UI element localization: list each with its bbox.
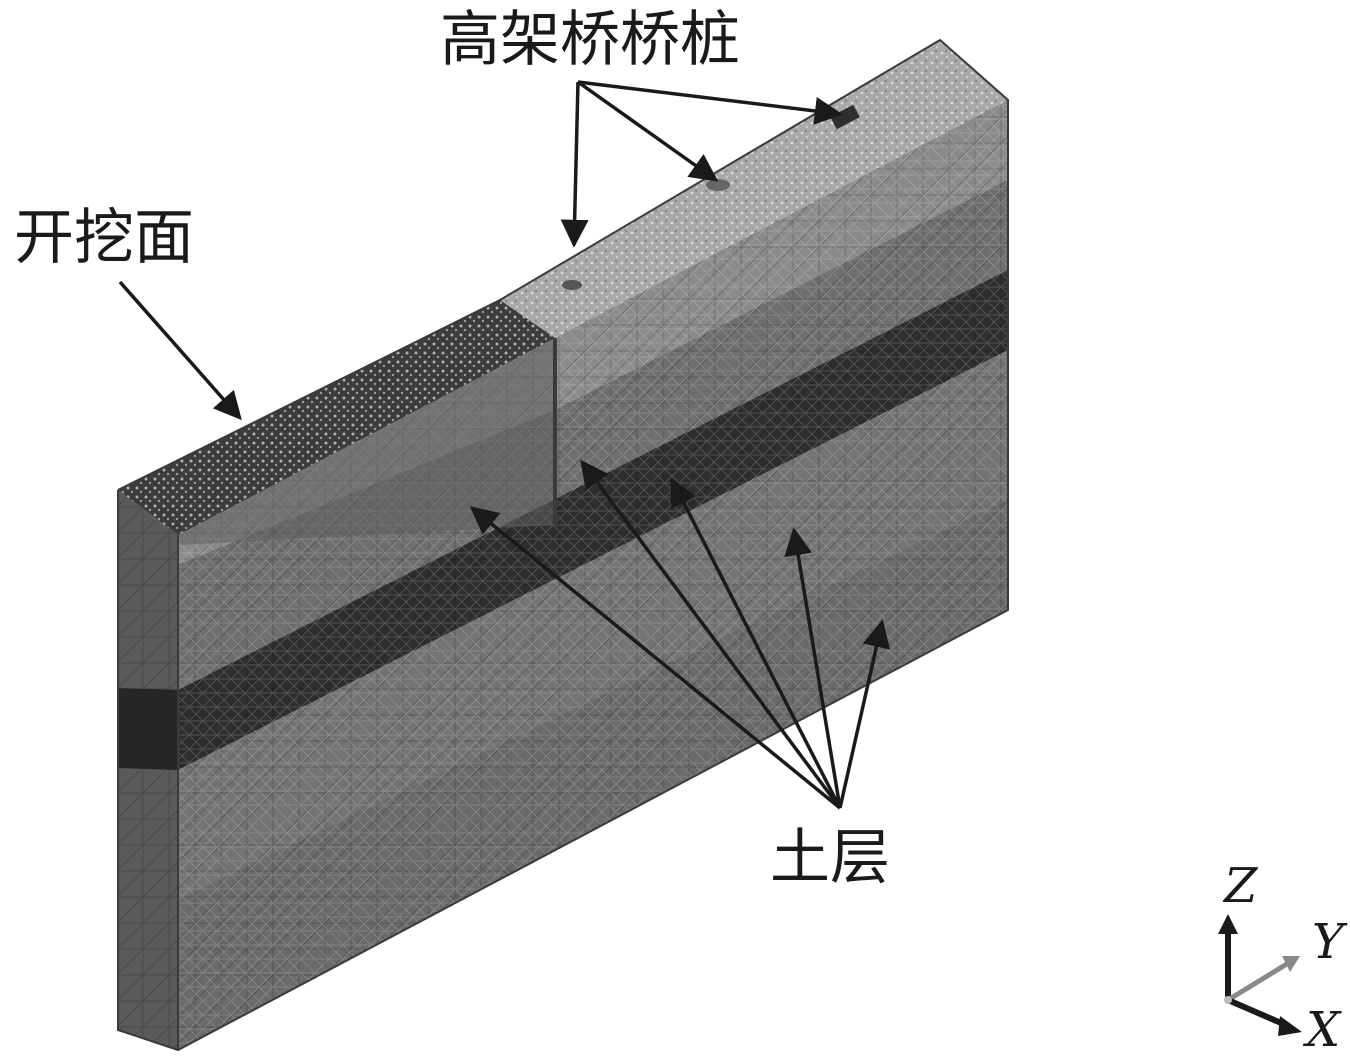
axis-y-arrow <box>1226 959 1292 1003</box>
axis-label-y: Y <box>1312 914 1344 970</box>
axis-x-arrow <box>1226 997 1290 1029</box>
arrow-soil-4 <box>784 527 842 809</box>
axis-label-z: Z <box>1224 858 1258 914</box>
callout-arrows <box>118 80 891 810</box>
arrow-pile-3 <box>577 80 843 125</box>
arrow-soil-1 <box>469 506 842 810</box>
pile-marker-2 <box>706 179 730 191</box>
excavation-pit-wall <box>178 338 555 545</box>
arrow-soil-5 <box>838 619 891 809</box>
model-block <box>117 38 1009 1052</box>
arrow-pile-2 <box>576 80 719 182</box>
arrow-soil-2 <box>580 459 842 810</box>
label-soil-layers: 土层 <box>770 823 890 893</box>
arrow-soil-3 <box>670 477 842 809</box>
axis-label-x: X <box>1306 1002 1341 1058</box>
arrow-excavation-face <box>118 280 242 421</box>
label-viaduct-piles: 高架桥桥桩 <box>440 5 740 75</box>
label-excavation-face: 开挖面 <box>14 203 194 273</box>
arrow-pile-1 <box>560 81 589 248</box>
coordinate-triad <box>1218 914 1302 1036</box>
pile-marker-1 <box>562 280 582 290</box>
